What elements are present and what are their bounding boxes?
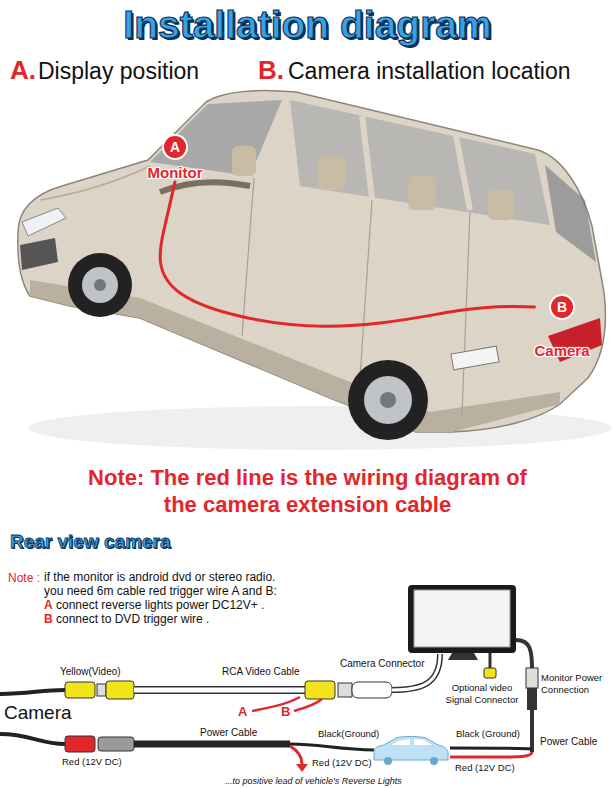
- seat: [488, 190, 514, 220]
- wire-note: ...to positive lead of vehicle's Reverse…: [225, 776, 402, 787]
- seat: [318, 156, 346, 190]
- vehicle-icon-wheel: [384, 757, 392, 765]
- section-letter: A.: [10, 55, 36, 86]
- trigger-wire: [252, 697, 300, 711]
- rca-cable-core: [134, 688, 305, 693]
- yellow-rca-plug: [106, 681, 134, 699]
- optional-video-lead: [489, 653, 492, 668]
- rca-tip: [338, 683, 352, 697]
- vehicle-icon: [374, 737, 448, 761]
- car-body: [18, 90, 606, 432]
- monitor-screen: [414, 590, 510, 647]
- rear-window: [545, 165, 596, 262]
- front-tire: [68, 253, 132, 317]
- wire-letter: A: [238, 704, 247, 720]
- yellow-rca-socket: [65, 682, 95, 698]
- camera-video-lead: [0, 690, 65, 694]
- seat: [232, 146, 256, 176]
- ground-wire: [450, 748, 532, 749]
- rca-cable: [134, 686, 305, 694]
- callout-letter: A: [164, 136, 186, 158]
- rear-rim: [364, 376, 412, 424]
- power-wire: [290, 746, 302, 764]
- wire-letter: A: [44, 598, 53, 612]
- door-seam: [242, 178, 254, 336]
- cable-label: RCA Video Cable: [222, 666, 300, 678]
- hood-crease: [40, 166, 150, 200]
- camera-power-lead: [0, 734, 65, 744]
- trigger-wire: [294, 699, 322, 711]
- callout-letter: B: [551, 296, 573, 318]
- power-wire: [450, 752, 532, 757]
- side-window: [290, 100, 550, 225]
- wire-label: Yellow(Video): [60, 666, 121, 678]
- monitor-power-cable: [530, 710, 534, 752]
- rear-hub: [380, 392, 396, 408]
- section-heading: Display position: [38, 58, 199, 86]
- headlight: [22, 208, 66, 236]
- cable-label: Power Cable: [200, 727, 257, 739]
- wire-letter: B: [44, 612, 53, 626]
- wire-label: Black (Ground): [456, 728, 520, 739]
- door-pillar: [362, 116, 372, 198]
- wiring-diagram: [0, 585, 538, 772]
- front-rim: [82, 267, 118, 303]
- wire-label: Red (12V DC): [455, 762, 515, 773]
- note-text: connect reverse lights power DC12V+ .: [56, 598, 264, 612]
- location-label: Monitor: [148, 164, 203, 182]
- part-label: Camera: [4, 702, 72, 725]
- wiring-note: Note: The red line is the wiring diagram…: [80, 464, 535, 518]
- rear-tire: [348, 360, 428, 440]
- section-title: Rear view camera: [10, 531, 171, 554]
- section-heading: Camera installation location: [288, 58, 571, 86]
- wire-label: Black(Ground): [318, 728, 379, 739]
- monitor-frame: [408, 585, 516, 653]
- door-seam: [462, 212, 470, 414]
- optional-video-plug: [484, 668, 496, 678]
- wire-letter: B: [281, 704, 290, 720]
- vehicle-icon-window: [392, 739, 432, 745]
- note-text: connect to DVD trigger wire .: [56, 612, 209, 626]
- monitor-stand: [448, 653, 478, 660]
- section-letter: B.: [258, 55, 284, 86]
- front-hub: [94, 279, 106, 291]
- diagram-title: Installation diagram: [0, 2, 615, 49]
- cable-label: Power Cable: [540, 736, 597, 748]
- car-illustration: [18, 90, 612, 450]
- vehicle-icon-wheel: [430, 757, 438, 765]
- extension-cable-route: [160, 182, 534, 326]
- power-socket: [527, 688, 537, 710]
- red-power-socket: [65, 736, 95, 752]
- door-seam: [360, 200, 372, 378]
- door-pillar: [456, 136, 470, 210]
- grey-power-plug: [98, 737, 134, 751]
- location-label: Camera: [534, 342, 589, 360]
- rca-tip: [97, 684, 106, 696]
- connector-label: Camera Connector: [340, 658, 424, 670]
- wire-label: Red (12V DC): [62, 756, 122, 767]
- ground-wire: [290, 744, 374, 750]
- note-text: if the monitor is android dvd or stereo …: [44, 571, 288, 598]
- callout-marker: B Camera: [534, 296, 589, 360]
- camera-connector: [352, 682, 392, 698]
- power-cable: [134, 741, 290, 748]
- note-prefix: Note :: [8, 571, 40, 585]
- license-plate: [451, 346, 499, 370]
- power-plug: [526, 668, 538, 688]
- monitor-power-lead: [516, 640, 532, 668]
- connector-label: Monitor Power Connection: [541, 672, 611, 695]
- yellow-rca-plug: [305, 681, 335, 699]
- callout-marker: A Monitor: [148, 136, 203, 182]
- wire-arrow: [296, 764, 308, 772]
- wire-label: Red (12V DC): [312, 757, 372, 768]
- seat: [408, 176, 436, 210]
- connector-label: Optional video Signal Connector: [440, 682, 524, 705]
- grille: [20, 238, 58, 270]
